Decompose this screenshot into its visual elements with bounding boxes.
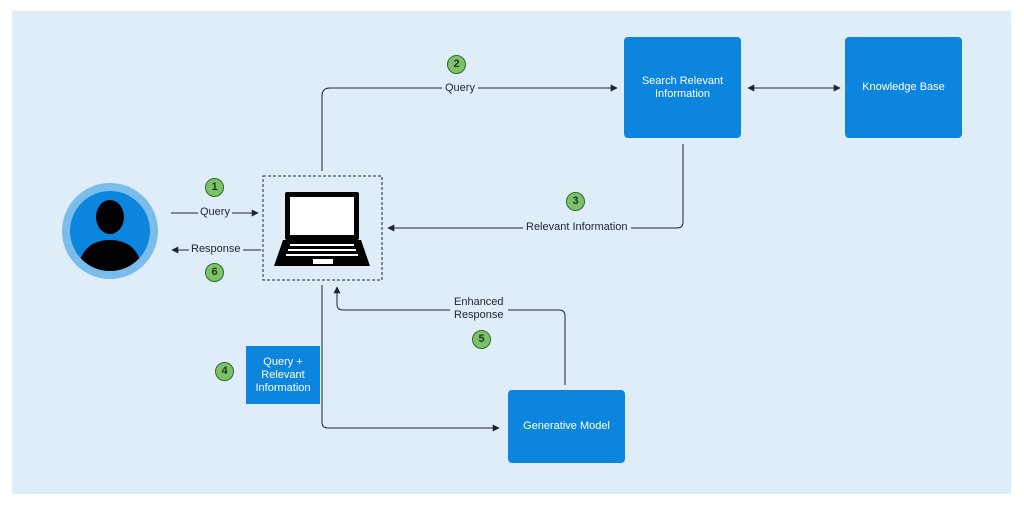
step-badge-2: 2 bbox=[447, 55, 466, 74]
search-relevant-information-node: Search Relevant Information bbox=[624, 37, 741, 138]
edge-label-response-user: Response bbox=[189, 243, 243, 256]
edge-query-search bbox=[321, 84, 618, 171]
knowledge-base-node: Knowledge Base bbox=[845, 37, 962, 138]
step-badge-5: 5 bbox=[472, 330, 491, 349]
edge-label-query-search: Query bbox=[442, 82, 478, 95]
edge-label-enhanced-response: Enhanced Response bbox=[450, 296, 508, 322]
step-badge-3: 3 bbox=[566, 192, 585, 211]
edge-relevant-information bbox=[387, 144, 684, 232]
generative-model-node: Generative Model bbox=[508, 390, 625, 463]
step-badge-1: 1 bbox=[205, 178, 224, 197]
user-avatar-icon bbox=[62, 183, 158, 279]
edge-label-relevant-information: Relevant Information bbox=[523, 221, 631, 234]
laptop-icon bbox=[274, 192, 370, 266]
laptop-frame bbox=[262, 175, 383, 281]
edge-label-query-user: Query bbox=[198, 206, 232, 219]
step-badge-4: 4 bbox=[215, 362, 234, 381]
query-relevant-information-node: Query + Relevant Information bbox=[246, 346, 320, 404]
step-badge-6: 6 bbox=[205, 263, 224, 282]
edge-query-generative bbox=[321, 285, 500, 432]
